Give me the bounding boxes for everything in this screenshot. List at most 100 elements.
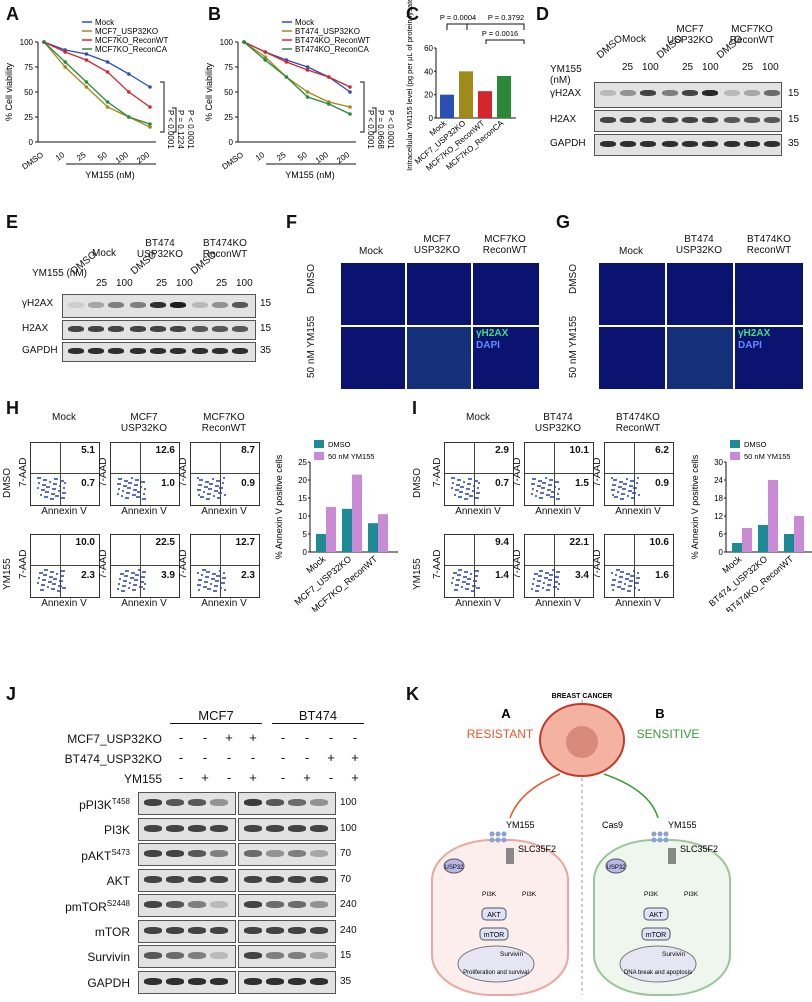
mtor-label: mTOR	[646, 932, 666, 939]
event-dot	[458, 496, 460, 499]
event-dot	[117, 493, 119, 496]
legend-label: 50 nM YM155	[328, 452, 375, 461]
event-dot	[219, 497, 221, 500]
quadrant-value: 0.7	[81, 477, 95, 489]
event-dot	[56, 573, 58, 576]
event-dot	[558, 488, 560, 491]
event-dot	[626, 478, 628, 481]
event-dot	[539, 570, 541, 573]
event-dot	[57, 590, 59, 593]
event-dot	[132, 494, 134, 497]
p-value: P < 0.0001	[386, 110, 395, 149]
event-dot	[49, 576, 51, 579]
event-dot	[41, 584, 43, 587]
event-dot	[217, 497, 219, 500]
blot-band	[266, 952, 284, 959]
event-dot	[469, 495, 471, 498]
event-dot	[614, 496, 616, 499]
event-dot	[621, 493, 623, 496]
event-dot	[541, 570, 543, 573]
event-dot	[538, 480, 540, 483]
blot-band	[744, 141, 760, 147]
event-dot	[467, 483, 469, 486]
drug-molecule	[657, 831, 663, 837]
event-dot	[139, 491, 141, 494]
event-dot	[200, 579, 202, 582]
event-dot	[552, 569, 554, 572]
bar	[368, 523, 378, 552]
event-dot	[627, 578, 629, 581]
p-value: P < 0.0001	[166, 110, 175, 149]
event-dot	[461, 586, 463, 589]
drug-molecule	[501, 837, 507, 843]
event-dot	[636, 577, 638, 580]
blot-band	[310, 850, 328, 857]
event-dot	[635, 487, 637, 490]
flow-column-title: MCF7 USP32KO	[120, 412, 168, 434]
event-dot	[612, 494, 614, 497]
gate-line	[191, 564, 259, 566]
blot-band	[310, 952, 328, 959]
event-dot	[216, 575, 218, 578]
event-dot	[223, 477, 225, 480]
event-dot	[467, 493, 469, 496]
data-point	[348, 105, 352, 109]
event-dot	[63, 570, 65, 573]
blot-band	[166, 977, 184, 985]
blot-strip	[138, 843, 236, 866]
event-dot	[61, 497, 63, 500]
event-dot	[127, 497, 129, 500]
p-value: P < 0.0001	[366, 110, 375, 149]
condition-sign: -	[328, 730, 334, 745]
event-dot	[628, 490, 630, 493]
event-dot	[464, 571, 466, 574]
blot-band	[144, 875, 162, 883]
event-dot	[556, 571, 558, 574]
event-dot	[540, 480, 542, 483]
event-dot	[454, 494, 456, 497]
blot-band	[130, 302, 146, 308]
data-point	[148, 122, 152, 126]
event-dot	[57, 495, 59, 498]
event-dot	[37, 477, 39, 480]
transporter-label: SLC35F2	[518, 844, 556, 854]
event-dot	[223, 582, 225, 585]
event-dot	[457, 584, 459, 587]
gate-line	[219, 443, 221, 505]
mtor-box	[641, 927, 671, 941]
y-axis-label: 7-AAD	[178, 457, 189, 487]
event-dot	[451, 582, 453, 585]
pi3k-label: PI3K	[522, 891, 537, 898]
legend-label: Mock	[295, 18, 315, 27]
event-dot	[122, 585, 124, 588]
event-dot	[135, 584, 137, 587]
nucleus	[619, 945, 697, 983]
panel-label-j: J	[6, 684, 17, 704]
condition-sign: -	[280, 750, 286, 765]
panel-label-a: A	[6, 4, 19, 24]
outcome-label: DNA break and apoptosis	[624, 970, 692, 976]
event-dot	[52, 498, 54, 501]
event-dot	[474, 585, 476, 588]
legend-label: DMSO	[328, 440, 351, 449]
event-dot	[629, 580, 631, 583]
event-dot	[451, 487, 453, 490]
blot-band	[150, 348, 166, 354]
event-dot	[143, 481, 145, 484]
event-dot	[47, 586, 49, 589]
event-dot	[43, 584, 45, 587]
quadrant-value: 1.4	[495, 569, 509, 581]
event-dot	[43, 489, 45, 492]
western-blot-j: MCF7 BT474 MCF7_USP32KO BT474_USP32KO YM…	[10, 700, 400, 1000]
row-label-gh2ax: γH2AX	[22, 298, 54, 309]
event-dot	[199, 479, 201, 482]
event-dot	[55, 578, 57, 581]
gate-line	[605, 472, 673, 474]
event-dot	[611, 489, 613, 492]
gate-line	[633, 443, 635, 505]
event-dot	[62, 575, 64, 578]
blot-band	[682, 117, 698, 123]
blot-band	[108, 348, 124, 354]
